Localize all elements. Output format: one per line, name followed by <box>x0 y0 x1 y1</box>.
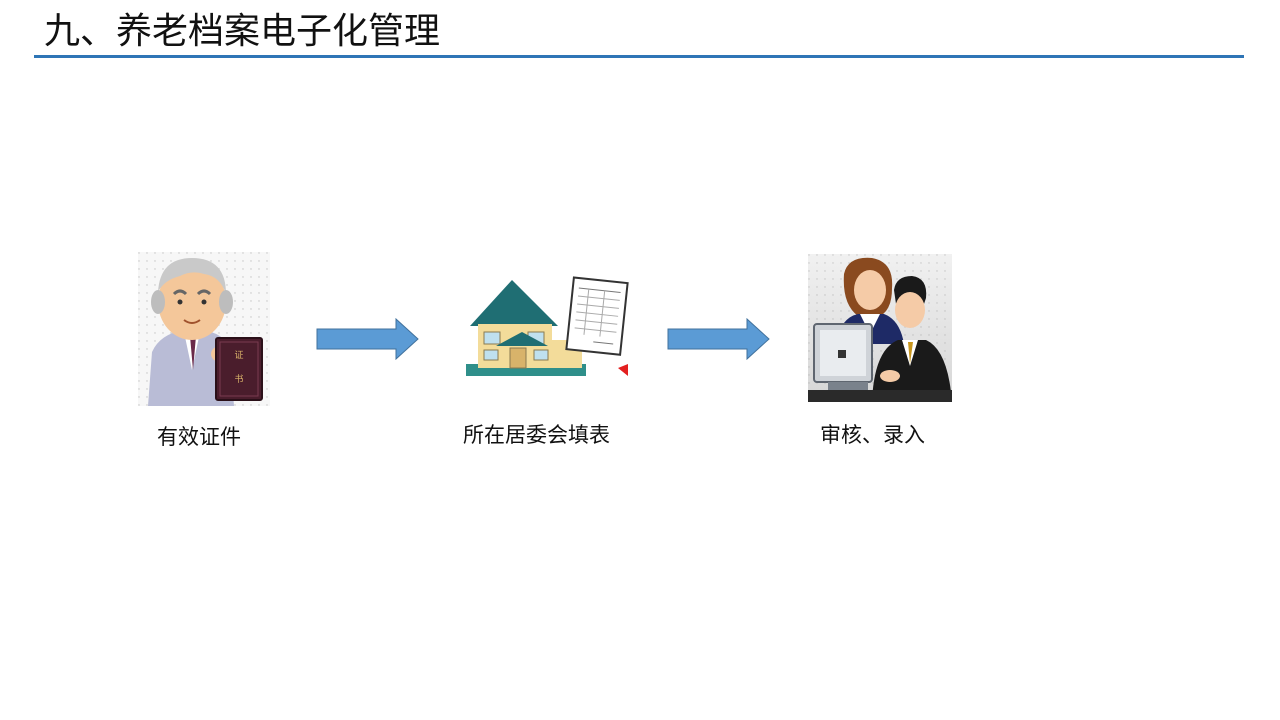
svg-text:证: 证 <box>234 350 243 361</box>
step-label-certificate: 有效证件 <box>157 425 241 449</box>
page-title: 九、养老档案电子化管理 <box>44 11 441 52</box>
right-arrow-icon <box>316 318 419 360</box>
step-review-entry <box>808 254 952 402</box>
staff-at-computer-icon <box>808 254 952 402</box>
elder-with-certificate-icon: 证 书 <box>138 252 270 406</box>
svg-text:书: 书 <box>234 374 243 385</box>
step-valid-certificate: 证 书 <box>138 252 270 406</box>
title-underline <box>34 55 1244 58</box>
right-arrow-icon <box>667 318 770 360</box>
step-label-fill-form: 所在居委会填表 <box>463 423 610 447</box>
house-with-form-icon <box>466 276 629 376</box>
flow-arrow-2 <box>667 318 771 360</box>
flow-arrow-1 <box>316 318 420 360</box>
step-fill-form <box>466 276 630 378</box>
step-label-review-entry: 审核、录入 <box>820 423 925 447</box>
